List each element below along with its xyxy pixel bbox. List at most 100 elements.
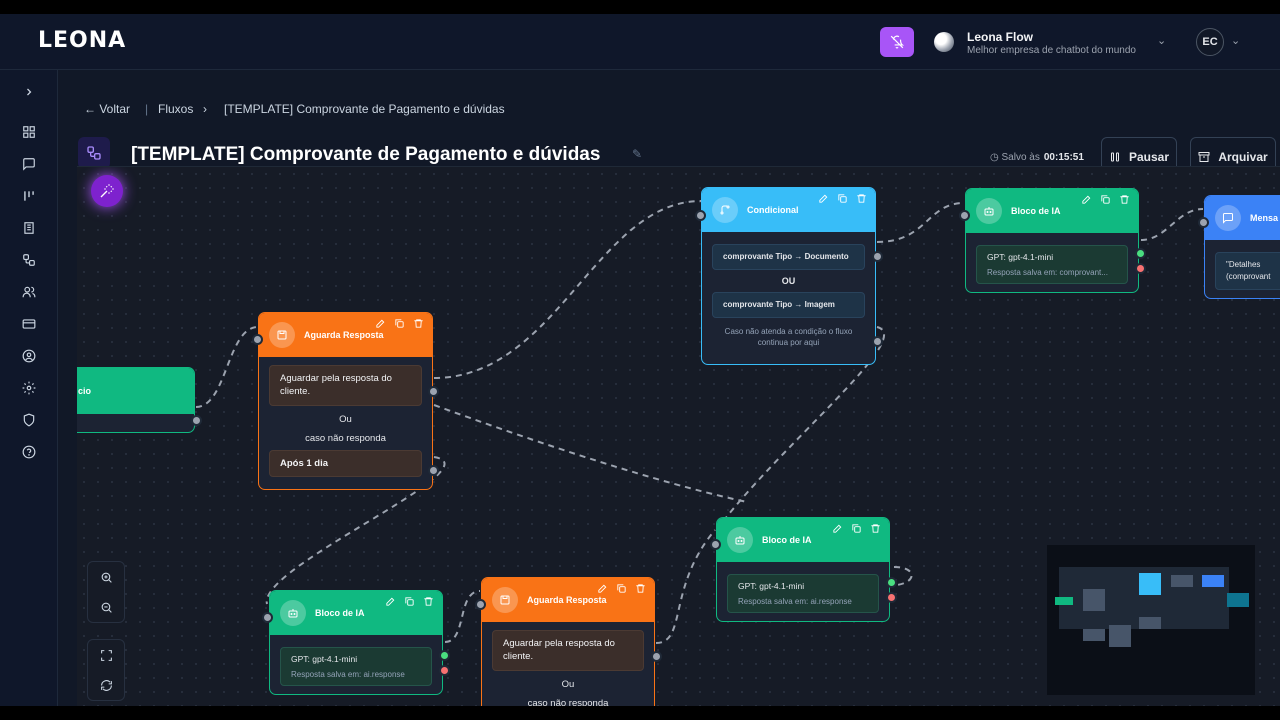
or-label: Ou: [339, 413, 352, 425]
ai-block-node[interactable]: Bloco de IA GPT: gpt-4.1-mini Resposta s…: [716, 517, 890, 622]
edit-title-icon[interactable]: ✎: [632, 147, 643, 161]
wait2-output-port[interactable]: [651, 651, 662, 662]
settings-icon[interactable]: [19, 378, 39, 398]
zoom-in-icon: [101, 572, 112, 583]
wait-message: Aguardar pela resposta do cliente.: [492, 630, 644, 671]
edit-icon[interactable]: [385, 596, 396, 607]
ai1-input-port[interactable]: [959, 210, 970, 221]
ai1-error-port[interactable]: [1135, 263, 1146, 274]
edge-wait1-ai3: [265, 456, 446, 605]
wait1-input-port[interactable]: [252, 334, 263, 345]
minimap-node: [1202, 575, 1224, 587]
fallback-text: Caso não atenda a condição o fluxo conti…: [724, 327, 853, 348]
copy-icon[interactable]: [837, 193, 848, 204]
trash-icon[interactable]: [1119, 194, 1130, 205]
ai-saved-var: Resposta salva em: ai.response: [291, 670, 405, 679]
edit-icon[interactable]: [597, 583, 608, 594]
dashboard-icon[interactable]: [19, 122, 39, 142]
magic-wand-button[interactable]: [91, 175, 123, 207]
ai-block-node[interactable]: Bloco de IA GPT: gpt-4.1-mini Resposta s…: [965, 188, 1139, 293]
robot-icon: [976, 198, 1002, 224]
fit-view-button[interactable]: [88, 640, 124, 670]
ai2-success-port[interactable]: [886, 577, 897, 588]
breadcrumb-fluxos[interactable]: Fluxos: [158, 102, 194, 116]
edit-icon[interactable]: [375, 318, 386, 329]
kanban-icon[interactable]: [19, 186, 39, 206]
ai3-error-port[interactable]: [439, 665, 450, 676]
cond-output-port[interactable]: [872, 251, 883, 262]
wait1-timeout-port[interactable]: [428, 465, 439, 476]
chevron-right-icon[interactable]: [19, 82, 39, 102]
wait-response-node[interactable]: Aguarda Resposta Aguardar pela resposta …: [258, 312, 433, 490]
chevron-down-icon[interactable]: ⌄: [1231, 35, 1241, 47]
edit-icon[interactable]: [818, 193, 829, 204]
message-node[interactable]: Mensa "Detalhes (comprovant: [1204, 195, 1280, 299]
chat-icon[interactable]: [19, 154, 39, 174]
trash-icon[interactable]: [423, 596, 434, 607]
notifications-off-button[interactable]: [880, 27, 914, 57]
node-title: Bloco de IA: [1011, 206, 1061, 216]
ai2-error-port[interactable]: [886, 592, 897, 603]
reset-view-button[interactable]: [88, 670, 124, 700]
app-frame: LEONA Leona Flow Melhor empresa de chatb…: [0, 14, 1280, 706]
edit-icon[interactable]: [1081, 194, 1092, 205]
start-node[interactable]: cio: [77, 367, 195, 433]
minimap[interactable]: [1047, 545, 1255, 695]
zoom-in-button[interactable]: [88, 562, 124, 592]
ai-config: GPT: gpt-4.1-mini Resposta salva em: ai.…: [280, 647, 432, 686]
node-title: Bloco de IA: [315, 608, 365, 618]
ai3-success-port[interactable]: [439, 650, 450, 661]
leona-logo[interactable]: LEONA: [38, 28, 127, 53]
zoom-out-button[interactable]: [88, 592, 124, 622]
avatar[interactable]: EC: [1196, 28, 1224, 56]
ai-saved-var: Resposta salva em: ai.response: [738, 597, 852, 606]
copy-icon[interactable]: [616, 583, 627, 594]
chevron-down-icon[interactable]: ⌄: [1157, 35, 1167, 47]
saved-label: Salvo às: [1001, 152, 1040, 163]
ai1-success-port[interactable]: [1135, 248, 1146, 259]
ai3-input-port[interactable]: [262, 612, 273, 623]
edge-wait1-cond: [433, 200, 702, 379]
trash-icon[interactable]: [870, 523, 881, 534]
ai-model: GPT: gpt-4.1-mini: [291, 654, 358, 664]
users-icon[interactable]: [19, 282, 39, 302]
shield-icon[interactable]: [19, 410, 39, 430]
edit-icon[interactable]: [832, 523, 843, 534]
trash-icon[interactable]: [856, 193, 867, 204]
wait2-input-port[interactable]: [475, 599, 486, 610]
cond-input-port[interactable]: [695, 210, 706, 221]
ai-block-node[interactable]: Bloco de IA GPT: gpt-4.1-mini Resposta s…: [269, 590, 443, 695]
msg-input-port[interactable]: [1198, 217, 1209, 228]
building-icon[interactable]: [19, 218, 39, 238]
flows-icon[interactable]: [19, 250, 39, 270]
org-name[interactable]: Leona Flow: [967, 30, 1033, 44]
ai2-input-port[interactable]: [710, 539, 721, 550]
back-link[interactable]: ← Voltar: [84, 102, 131, 116]
archive-icon: [1198, 152, 1210, 162]
back-label: Voltar: [99, 102, 131, 116]
wait-message: Aguardar pela resposta do cliente.: [269, 365, 422, 406]
profile-icon[interactable]: [19, 346, 39, 366]
or-label: Ou: [561, 678, 575, 690]
view-controls: [87, 639, 125, 701]
trash-icon[interactable]: [413, 318, 424, 329]
card-icon[interactable]: [19, 314, 39, 334]
start-node-output-port[interactable]: [191, 415, 202, 426]
flow-canvas[interactable]: cio Aguarda Resposta Aguardar pela respo…: [77, 166, 1280, 706]
trash-icon[interactable]: [635, 583, 646, 594]
cond-fallback-port[interactable]: [872, 336, 883, 347]
wait-response-node[interactable]: Aguarda Resposta Aguardar pela resposta …: [481, 577, 655, 706]
wait1-output-port[interactable]: [428, 386, 439, 397]
condition-rule-2: comprovante Tipo → Imagem: [712, 292, 865, 318]
edge-wait2-ai2: [655, 529, 716, 644]
minimap-node: [1171, 575, 1193, 587]
help-icon[interactable]: [19, 442, 39, 462]
copy-icon[interactable]: [404, 596, 415, 607]
copy-icon[interactable]: [1100, 194, 1111, 205]
edge-cond-ai1: [876, 202, 965, 243]
copy-icon[interactable]: [851, 523, 862, 534]
copy-icon[interactable]: [394, 318, 405, 329]
conditional-node[interactable]: Condicional comprovante Tipo → Documento…: [701, 187, 876, 365]
message-preview: "Detalhes (comprovant: [1215, 252, 1280, 290]
